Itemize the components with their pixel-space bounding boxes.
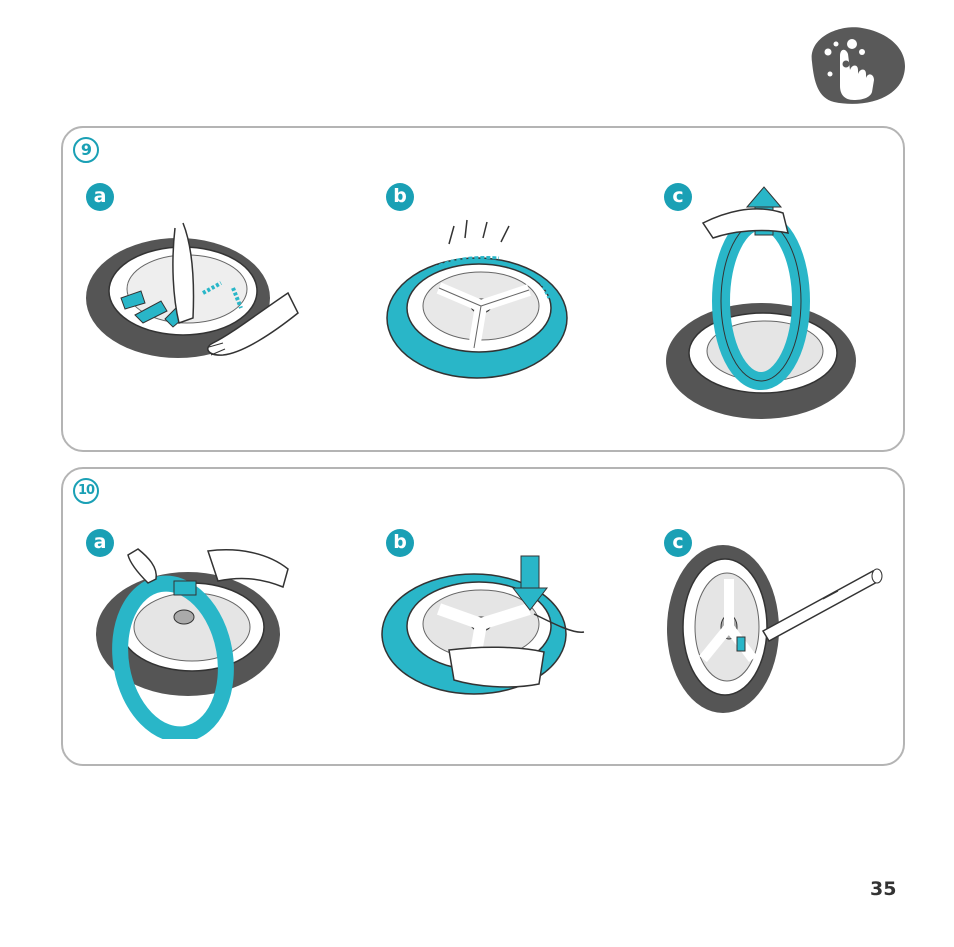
step-number: 10 (73, 478, 99, 504)
hand-wash-icon (800, 22, 910, 106)
step-9a-illustration (83, 203, 313, 378)
substep-label: b (386, 183, 414, 211)
step-10a-illustration (88, 539, 308, 739)
step-9c-illustration (663, 183, 868, 433)
step-10b-illustration (379, 554, 589, 704)
step-9b-illustration (379, 208, 579, 388)
page-number: 35 (870, 878, 896, 900)
step-9-panel: 9 a b c (61, 126, 905, 452)
step-10-panel: 10 a b c (61, 467, 905, 766)
substep-label: b (386, 529, 414, 557)
step-number: 9 (73, 137, 99, 163)
step-10c-illustration (663, 539, 893, 714)
